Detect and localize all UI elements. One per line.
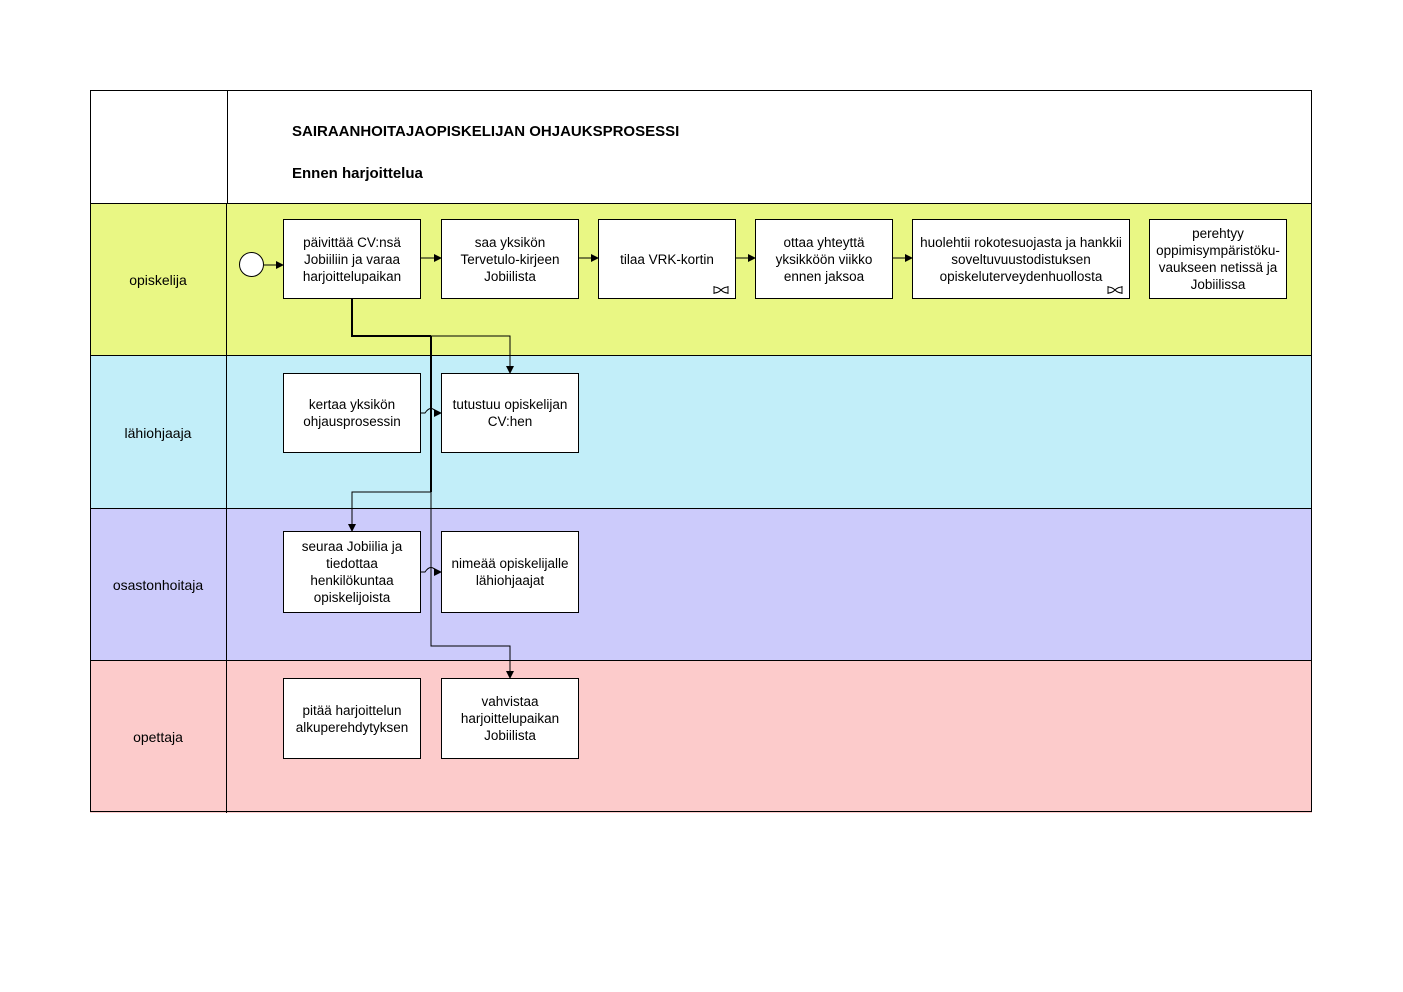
subprocess-link-icon bbox=[713, 286, 729, 294]
task-nimeaa-lahiohjaajat[interactable]: nimeää opiskelijalle lähiohjaajat bbox=[441, 531, 579, 613]
task-vahvistaa-harjoittelupaikan[interactable]: vahvistaa harjoittelupaikan Jobiilista bbox=[441, 678, 579, 759]
flow-paivittaa-trunk bbox=[348, 292, 431, 337]
task-seuraa-jobiilia-label: seuraa Jobiilia ja tiedottaa henkilökunt… bbox=[301, 539, 403, 605]
task-pitaa-alkuperehdytyksen[interactable]: pitää harjoittelun alkuperehdytyksen bbox=[283, 678, 421, 759]
start-event-icon[interactable] bbox=[239, 252, 264, 277]
task-paivittaa-cv[interactable]: päivittää CV:nsä Jobiiliin ja varaa harj… bbox=[283, 219, 421, 299]
task-vahvistaa-harjoittelupaikan-label: vahvistaa harjoittelupaikan Jobiilista bbox=[460, 694, 560, 743]
task-saa-tervetulo-kirje[interactable]: saa yksikön Tervetulo-kirjeen Jobiilista bbox=[441, 219, 579, 299]
task-tilaa-vrk-kortti-label: tilaa VRK-kortin bbox=[620, 251, 714, 267]
task-seuraa-jobiilia[interactable]: seuraa Jobiilia ja tiedottaa henkilökunt… bbox=[283, 531, 421, 613]
flow-to-vahvistaa bbox=[430, 492, 514, 679]
task-tilaa-vrk-kortti[interactable]: tilaa VRK-kortin bbox=[598, 219, 736, 299]
task-tutustuu-cv[interactable]: tutustuu opiskelijan CV:hen bbox=[441, 373, 579, 453]
task-perehtyy[interactable]: perehtyy oppimisympäristöku-vaukseen net… bbox=[1149, 219, 1287, 299]
task-saa-tervetulo-kirje-label: saa yksikön Tervetulo-kirjeen Jobiilista bbox=[460, 234, 560, 284]
task-perehtyy-label: perehtyy oppimisympäristöku-vaukseen net… bbox=[1156, 226, 1280, 292]
task-ottaa-yhteytta-label: ottaa yhteyttä yksikköön viikko ennen ja… bbox=[775, 234, 873, 284]
task-kertaa-ohjausprosessin[interactable]: kertaa yksikön ohjausprosessin bbox=[283, 373, 421, 453]
header-divider bbox=[227, 90, 228, 203]
task-huolehtii-rokotesuojasta-label: huolehtii rokotesuojasta ja hankkii sove… bbox=[920, 234, 1122, 284]
task-kertaa-ohjausprosessin-label: kertaa yksikön ohjausprosessin bbox=[303, 397, 401, 429]
subprocess-link-icon bbox=[1107, 286, 1123, 294]
lane-label-opiskelija: opiskelija bbox=[90, 204, 227, 356]
flow-seuraa-to-nimeaa bbox=[420, 567, 442, 576]
task-pitaa-alkuperehdytyksen-label: pitää harjoittelun alkuperehdytyksen bbox=[295, 702, 409, 735]
task-nimeaa-lahiohjaajat-label: nimeää opiskelijalle lähiohjaajat bbox=[451, 556, 569, 588]
task-tutustuu-cv-label: tutustuu opiskelijan CV:hen bbox=[452, 397, 568, 429]
flow-to-tutustuu bbox=[431, 335, 514, 374]
diagram-frame bbox=[90, 90, 1312, 812]
flow-to-seuraa bbox=[348, 491, 431, 532]
task-huolehtii-rokotesuojasta[interactable]: huolehtii rokotesuojasta ja hankkii sove… bbox=[912, 219, 1130, 299]
task-paivittaa-cv-label: päivittää CV:nsä Jobiiliin ja varaa harj… bbox=[302, 234, 402, 284]
diagram-title: SAIRAANHOITAJAOPISKELIJAN OHJAUKSPROSESS… bbox=[292, 123, 680, 140]
task-ottaa-yhteytta[interactable]: ottaa yhteyttä yksikköön viikko ennen ja… bbox=[755, 219, 893, 299]
lane-label-opettaja: opettaja bbox=[90, 661, 227, 813]
flow-kertaa-to-tutustuu bbox=[420, 408, 442, 417]
diagram-subtitle: Ennen harjoittelua bbox=[292, 165, 423, 182]
lane-label-osastonhoitaja: osastonhoitaja bbox=[90, 509, 227, 661]
lane-label-lahiohjaaja: lähiohjaaja bbox=[90, 356, 227, 509]
